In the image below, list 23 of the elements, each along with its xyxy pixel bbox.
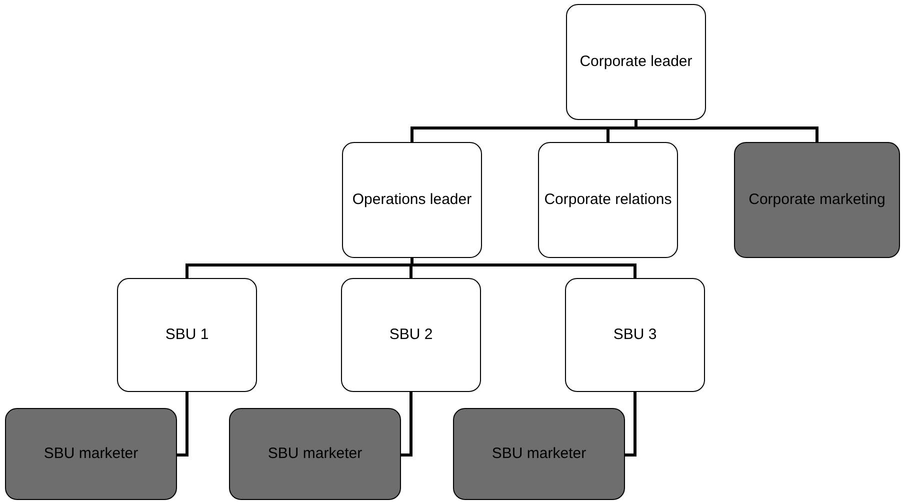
org-box	[5, 408, 177, 500]
box-label: Corporate leader	[580, 52, 692, 72]
org-box	[117, 278, 257, 392]
org-box	[734, 142, 900, 258]
org-box	[538, 142, 678, 258]
org-box	[453, 408, 625, 500]
connector-line	[625, 392, 636, 456]
box-label: SBU 2	[389, 326, 433, 344]
connector-line	[401, 392, 412, 456]
org-box	[229, 408, 401, 500]
org-box	[565, 278, 705, 392]
box-label: SBU marketer	[492, 444, 586, 464]
box-label: SBU 1	[165, 326, 209, 344]
org-box	[342, 142, 482, 258]
box-label: Corporate marketing	[748, 190, 886, 210]
org-box	[341, 278, 481, 392]
box-label: Corporate relations	[544, 190, 672, 210]
connector-line	[177, 392, 188, 456]
org-box	[566, 4, 706, 120]
box-label: SBU marketer	[268, 444, 362, 464]
box-label: SBU marketer	[44, 444, 138, 464]
box-label: SBU 3	[613, 326, 657, 344]
box-label: Operations leader	[352, 190, 472, 210]
